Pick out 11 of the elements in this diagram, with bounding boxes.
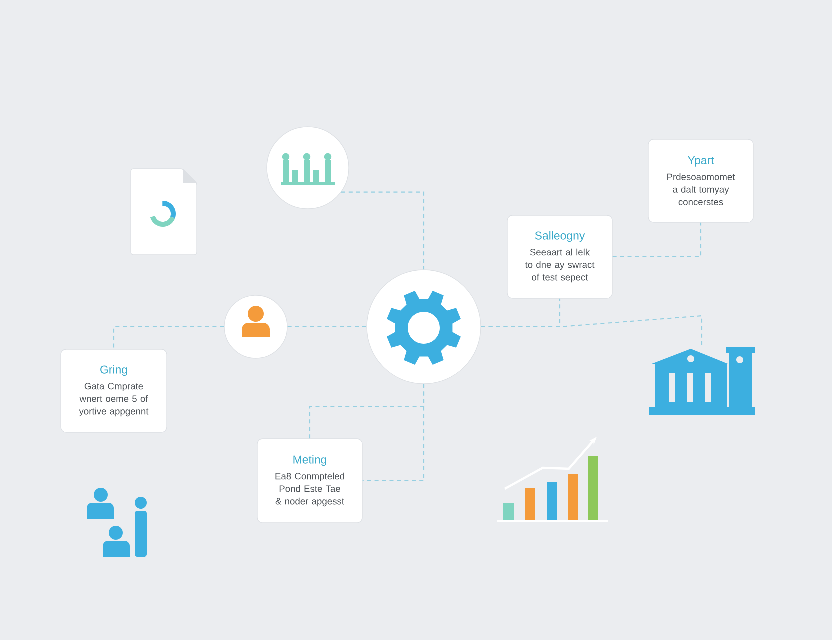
connector [612, 222, 702, 258]
text-card: Gring Gata Cmprate wnert oeme 5 of yortive appgennt [60, 349, 168, 433]
text-card: Salleogny Seeaart al lelk to dne ay swract of test sepect [507, 215, 613, 299]
connector [362, 384, 425, 482]
connector [288, 326, 367, 328]
text-card: Ypart Prdesoaomomet a dalt tomyay concerstes [648, 139, 754, 223]
connector [341, 192, 425, 270]
connector [113, 326, 224, 350]
building-icon [649, 347, 755, 415]
connector [481, 315, 703, 347]
text-card: Meting Ea8 Conmpteled Pond Este Tae & noder apgesst [257, 438, 363, 524]
